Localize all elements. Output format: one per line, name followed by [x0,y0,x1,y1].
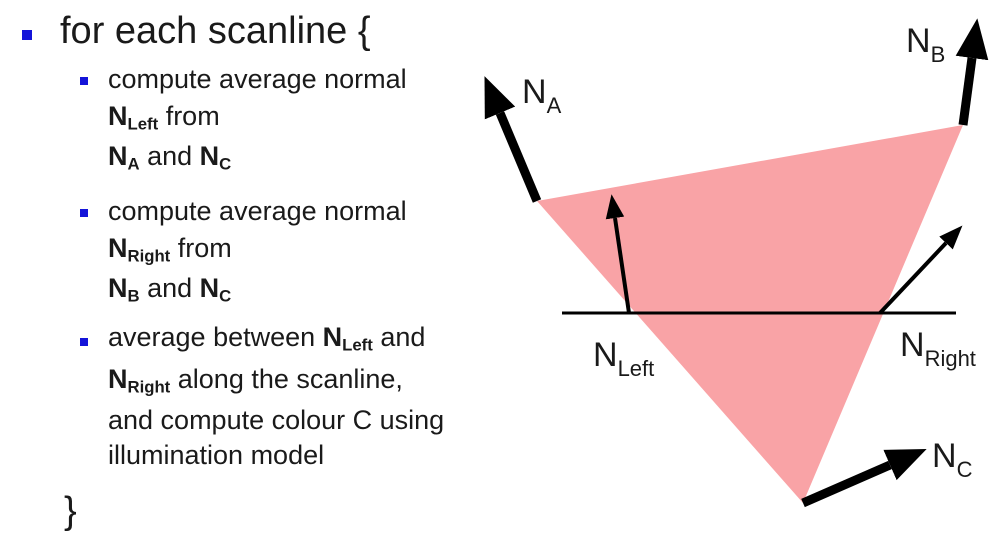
label-nleft: NLeft [593,336,654,381]
bullet3-and-text: and [372,322,426,352]
nright-symbol: N [108,364,128,394]
bullet2-line2: NRight from [108,233,232,266]
nleft-subscript: Left [127,114,159,134]
normal-left-arrow [605,194,631,314]
nc-subscript: C [219,286,232,306]
label-na: NA [522,73,562,118]
nleft-symbol: N [322,322,343,352]
normal-b-arrow [955,18,989,126]
bullet2-line3: NB and NC [108,273,232,306]
nright-symbol: N [108,233,128,263]
level1-bullet-marker [22,30,32,40]
normal-right-arrow [878,225,963,315]
bullet3-line4: illumination model [108,440,325,470]
nleft-subscript: Left [342,335,373,355]
label-nc: NC [932,437,973,482]
bullet1-and-text: and [139,141,200,171]
loop-end-brace: } [64,490,77,532]
normal-a-arrow [484,76,542,203]
bullet3-line3: and compute colour C using [108,405,445,435]
loop-start-line: for each scanline { [60,10,371,52]
nc-subscript: C [219,154,232,174]
level2-bullet-marker [80,338,88,346]
nleft-symbol: N [108,101,128,131]
bullet1-from-text: from [158,101,220,131]
na-symbol: N [108,141,128,171]
na-subscript: A [127,154,140,174]
bullet2-from-text: from [170,233,232,263]
nright-subscript: Right [127,377,171,397]
nc-symbol: N [199,141,220,171]
bullet-text-column: for each scanline { compute average norm… [22,10,445,532]
label-nright: NRight [900,326,976,371]
bullet3-scanline-text: along the scanline, [170,364,403,394]
bullet1-line2: NLeft from [108,101,220,134]
bullet2-and-text: and [139,273,200,303]
normal-c-arrow [801,448,927,508]
bullet3-line1: average between NLeft and [108,322,426,355]
label-nb: NB [906,22,945,67]
bullet2-line1: compute average normal [108,196,407,226]
nb-symbol: N [108,273,128,303]
level2-bullet-marker [80,77,88,85]
bullet1-line1: compute average normal [108,64,407,94]
bullet3-line2: NRight along the scanline, [108,364,403,397]
nb-subscript: B [127,286,140,306]
bullet3-pre-text: average between [108,322,323,352]
bullet1-line3: NA and NC [108,141,232,174]
nright-subscript: Right [127,246,171,266]
level2-bullet-marker [80,209,88,217]
nc-symbol: N [199,273,220,303]
